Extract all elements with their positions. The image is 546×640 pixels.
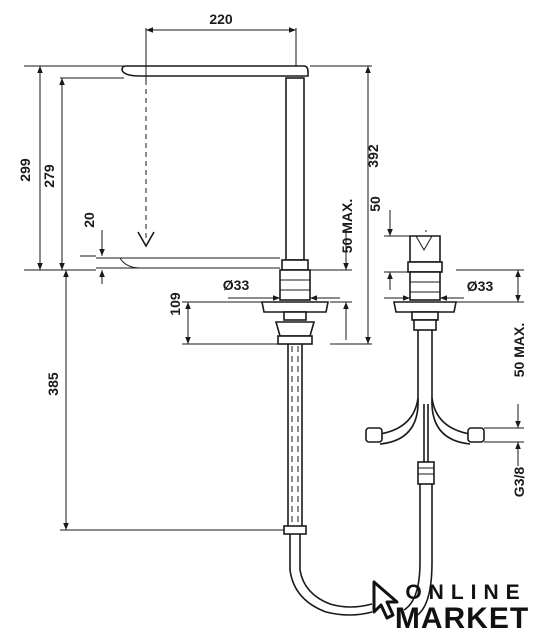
dim-overall-height: 392 — [365, 144, 381, 168]
base-ring-upper — [281, 259, 309, 271]
logo-line-online: ONLINE — [405, 581, 526, 604]
faucet-front-view — [365, 230, 485, 617]
dim-hose-length: 385 — [45, 372, 61, 396]
mounting-plate — [261, 301, 329, 313]
mounting-nut — [274, 321, 316, 337]
dimension-lines-left — [24, 27, 372, 531]
spout-arm — [121, 65, 309, 77]
dim-outlet-offset: 20 — [81, 212, 97, 228]
dim-outlet-height: 279 — [41, 164, 57, 188]
dim-handle-height: 50 — [367, 196, 383, 212]
dimension-labels-left: 220 299 279 20 392 50 MAX. Ø33 109 385 — [17, 11, 381, 396]
cursor-icon — [372, 580, 399, 620]
faucet-side-view — [96, 65, 373, 616]
dimension-labels-right: 50 Ø33 50 MAX. G3/8 — [367, 196, 527, 497]
dim-total-height: 299 — [17, 158, 33, 182]
dim-connection: G3/8 — [511, 467, 527, 498]
dim-deck-thickness-right: 50 MAX. — [511, 323, 527, 377]
dim-below-deck: 109 — [167, 292, 183, 316]
dim-base-diameter-left: Ø33 — [223, 277, 250, 293]
supply-hose — [283, 344, 373, 616]
logo-line-market: MARKET — [395, 602, 529, 635]
dimension-lines-right — [384, 210, 524, 466]
online-market-logo: ONLINE MARKET — [372, 580, 529, 635]
dim-base-diameter-right: Ø33 — [467, 278, 494, 294]
dim-deck-thickness-left: 50 MAX. — [339, 199, 355, 253]
dim-spout-reach: 220 — [209, 11, 233, 27]
base-ring — [279, 269, 311, 301]
faucet-column — [285, 77, 305, 261]
outlet-lower-position — [96, 257, 280, 269]
